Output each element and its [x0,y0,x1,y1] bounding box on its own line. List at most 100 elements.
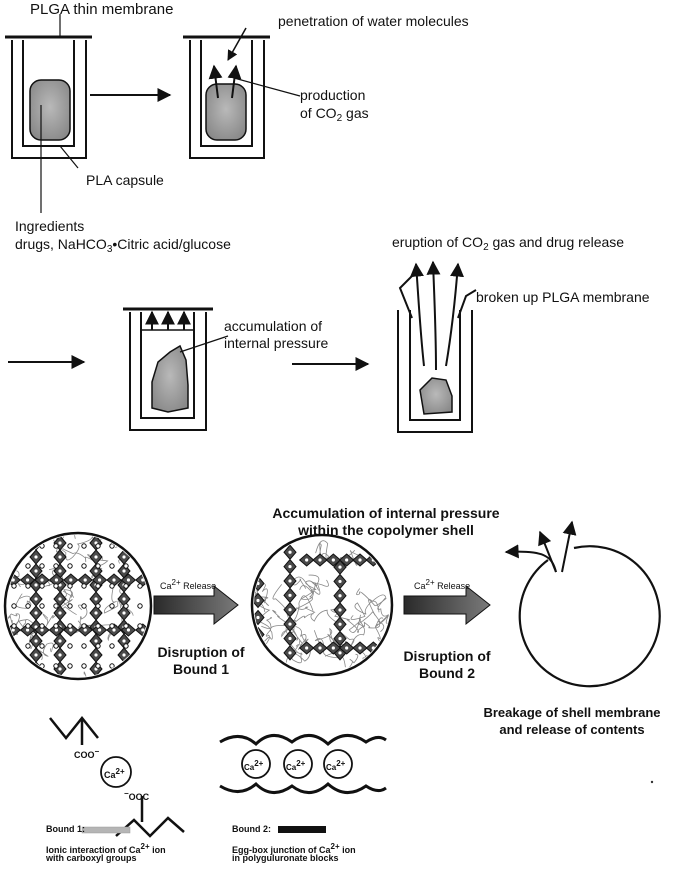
network-circle-2 [250,533,394,677]
ionic-site [53,543,59,549]
egg-box-chain-vertical-dot [34,611,38,615]
ionic-site [95,583,101,589]
capsule-4-core [419,377,453,415]
egg-box-chain-vertical-dot [34,639,38,643]
ionic-site [25,603,31,609]
eruption-arrow-3 [445,262,465,367]
egg-box-chain-vertical-dot [288,550,292,554]
eruption-arrow-2 [426,260,441,371]
label-disruption-1-line2: Bound 1 [173,661,229,677]
egg-box-chain-vertical-dot [94,653,98,657]
egg-box-chain-vertical-dot [34,653,38,657]
egg-box-chain-vertical-dot [288,651,292,655]
ionic-site [123,583,129,589]
polymer-strand [356,588,387,613]
ionic-site [67,623,73,629]
ionic-site [109,663,115,669]
ionic-site [95,643,101,649]
polymer-strand [111,667,143,677]
ionic-site [53,603,59,609]
polymer-strand [350,598,376,620]
polymer-strand [265,617,286,640]
bound-1-ca-ion [100,756,132,788]
ionic-site [81,643,87,649]
egg-box-chain-horizontal-dot [112,578,116,582]
egg-box-chain-vertical-dot [122,541,126,545]
broken-shell [504,520,661,688]
polymer-strand [286,574,321,623]
ionic-site [137,543,143,549]
egg-box-chain-horizontal-dot [331,558,335,562]
egg-box-chain-vertical-dot [122,653,126,657]
egg-box-chain-horizontal-dot [331,646,335,650]
capsule-4-outer [397,310,473,433]
label-bound2: Bound 2: [232,824,271,834]
bound-2-bottom-chain [219,781,387,794]
label-production-line2: of CO2 gas [300,105,369,124]
polymer-strand [42,606,77,627]
bound-2-swatch [278,826,326,833]
capsule-4-inner [409,310,461,421]
egg-box-chain-vertical-dot [94,639,98,643]
ionic-site [137,663,143,669]
bound-2-top-chain [219,734,387,747]
polymer-strand [330,608,366,634]
broken-membrane-right [457,289,477,319]
bound-2-structure [219,734,387,794]
egg-box-chain-horizontal-dot [345,558,349,562]
egg-box-chain-vertical-dot [288,608,292,612]
bound-2-ca-ion-2 [283,749,313,779]
label-ingredients-line2: drugs, NaHCO3•Citric acid/glucose [15,236,231,255]
polymer-strand [37,642,54,661]
ionic-site [81,603,87,609]
capsule-1-outer [11,40,87,159]
egg-box-chain-vertical-dot [58,541,62,545]
label-bound2-desc1: Egg-box junction of Ca2+ ion [232,842,356,855]
label-disruption-1-line1: Disruption of [157,644,245,660]
ionic-site [109,543,115,549]
polymer-strand [300,580,320,611]
ionic-site [67,663,73,669]
egg-box-chain-horizontal-dot [11,628,15,632]
egg-box-chain-vertical-dot [288,564,292,569]
egg-box-chain-vertical-dot [288,636,292,641]
ionic-site [109,563,115,569]
egg-box-chain-horizontal-dot [141,578,145,582]
label-ooc: −OOC [124,789,150,802]
egg-box-chain-horizontal-dot [26,578,30,582]
ionic-site [53,583,59,589]
ionic-site [53,563,59,569]
bound-2-ca-ion-3 [323,749,353,779]
label-breakage-line1: Breakage of shell membrane [483,705,661,720]
ionic-site [11,543,17,549]
capsule-1 [5,35,92,159]
polymer-strand [53,536,96,561]
egg-box-chain-vertical-dot [122,639,126,643]
ionic-site [53,643,59,649]
egg-box-chain-vertical-dot [338,622,342,626]
bound-1-structure [49,715,185,838]
ionic-site [39,603,45,609]
release-arrow-2 [403,584,491,626]
egg-box-chain-vertical-dot [122,611,126,615]
ionic-site [39,623,45,629]
capsule-2-outer [189,40,265,159]
egg-box-chain-vertical-dot [94,597,98,601]
egg-box-chain-vertical-dot [256,649,260,654]
bound-1-top-chain [49,715,99,741]
ionic-site [39,643,45,649]
egg-box-chain-horizontal-dot [112,628,116,632]
label-plga-membrane: PLGA thin membrane [30,1,174,18]
gas-arrow-right [227,64,242,99]
ionic-site [11,603,17,609]
egg-box-chain-vertical-dot [256,598,260,603]
ionic-site [137,583,143,589]
egg-box-chain-horizontal-dot [40,578,44,582]
broken-membrane-left [398,269,419,319]
label-bound2-ca-2: Ca2+ [286,759,306,772]
label-accum-title-line2: within the copolymer shell [298,522,474,538]
egg-box-chain-vertical-dot [338,579,342,584]
egg-box-chain-horizontal-dot [40,628,44,632]
